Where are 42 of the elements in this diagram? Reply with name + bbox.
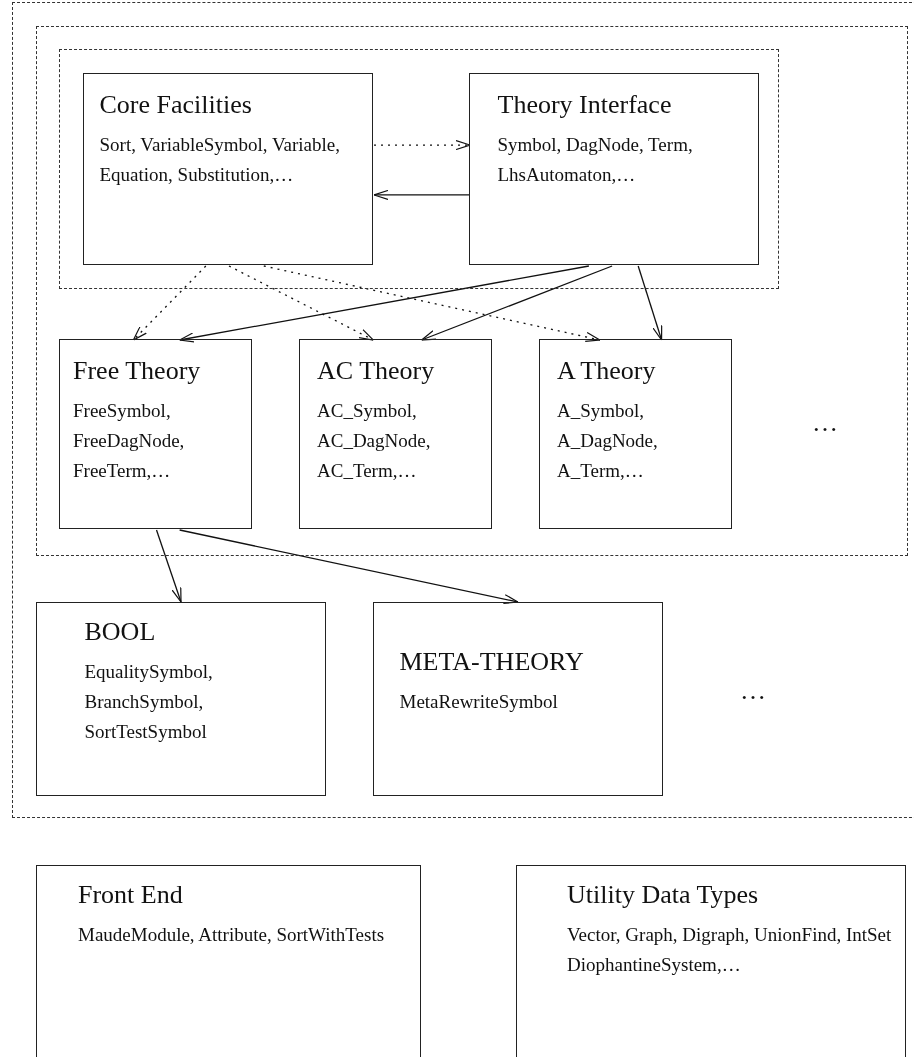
module-title: Core Facilities	[99, 89, 252, 120]
module-box	[36, 865, 421, 1057]
class-list: MaudeModule, Attribute, SortWithTests	[78, 920, 385, 950]
module-title: Front End	[78, 880, 183, 910]
module-box	[372, 601, 663, 796]
module-box	[539, 339, 732, 529]
module-box	[468, 72, 759, 265]
module-title: AC Theory	[317, 356, 435, 386]
arrow	[637, 265, 663, 341]
class-list: FreeSymbol, FreeDagNode, FreeTerm,…	[73, 396, 243, 486]
arrow	[179, 529, 519, 605]
arrow	[179, 265, 590, 343]
arrow	[373, 139, 471, 151]
module-title: META-THEORY	[399, 646, 584, 677]
module-box	[516, 865, 906, 1057]
module-box	[82, 72, 373, 265]
module-title: A Theory	[557, 356, 656, 386]
arrow	[263, 265, 601, 342]
class-list: MetaRewriteSymbol	[399, 686, 558, 717]
class-list: EqualitySymbol, BranchSymbol, SortTestSymbol	[84, 656, 317, 747]
dashed-frame	[35, 25, 908, 556]
arrow	[155, 529, 182, 603]
arrow	[132, 265, 207, 341]
dashed-frame	[59, 49, 779, 289]
class-list: A_Symbol, A_DagNode, A_Term,…	[557, 396, 723, 486]
module-title: Theory Interface	[497, 89, 672, 120]
module-box	[59, 339, 252, 529]
module-box	[35, 601, 326, 796]
arrow	[420, 265, 613, 341]
class-list: AC_Symbol, AC_DagNode, AC_Term,…	[317, 396, 483, 486]
module-title: Utility Data Types	[567, 880, 759, 910]
arrow	[228, 265, 374, 341]
module-title: Free Theory	[73, 356, 201, 386]
ellipsis: …	[812, 408, 840, 438]
module-box	[299, 339, 492, 529]
class-list: Symbol, DagNode, Term, LhsAutomaton,…	[497, 129, 750, 190]
dashed-frame	[12, 2, 914, 818]
ellipsis: …	[740, 676, 768, 706]
class-list: Vector, Graph, Digraph, UnionFind, IntSet DiophantineSystem,…	[567, 920, 897, 980]
module-title: BOOL	[84, 616, 156, 647]
class-list: Sort, VariableSymbol, Variable, Equation, Substitution,…	[99, 129, 364, 190]
arrow	[373, 189, 471, 201]
